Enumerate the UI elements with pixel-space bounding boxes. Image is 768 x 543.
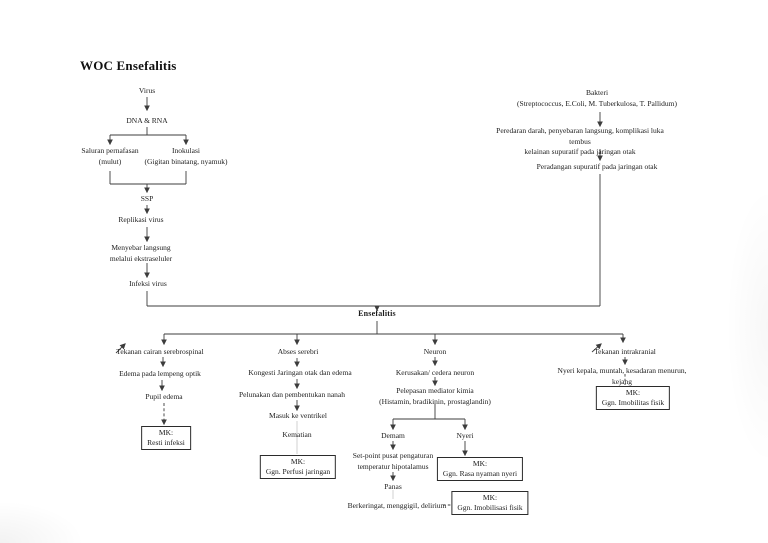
node-panas: Panas (384, 482, 402, 491)
node-bakteri: Bakteri (Streptococcus, E.Coli, M. Tuber… (517, 88, 677, 108)
node-setpoint-hipotalamus: Set-point pusat pengaturan temperatur hi… (352, 451, 434, 471)
node-masuk-ventrikel: Masuk ke ventrikel (269, 411, 327, 420)
node-inokulasi: Inokulasi (Gigitan binatang, nyamuk) (144, 146, 228, 166)
node-berkeringat: Berkeringat, menggigil, delirium (347, 501, 447, 510)
node-kerusakan-neuron: Kerusakan/ cedera neuron (395, 368, 475, 377)
node-dna-rna: DNA & RNA (126, 116, 168, 125)
increase-arrow-icon (115, 343, 126, 354)
node-ensefalitis: Ensefalitis (358, 309, 396, 318)
increase-arrow-icon (591, 343, 602, 353)
node-neuron: Neuron (423, 347, 447, 356)
page-title: WOC Ensefalitis (80, 58, 177, 73)
node-ssp: SSP (140, 194, 154, 203)
node-replikasi-virus: Replikasi virus (118, 215, 164, 224)
mk-box-imobilitas-fisik: MK: Ggn. Imobilitas fisik (595, 386, 671, 410)
node-nyeri: Nyeri (456, 431, 474, 440)
node-pelepasan-mediator: Pelepasan mediator kimia (Histamin, brad… (379, 386, 491, 406)
mk-box-rasa-nyaman-nyeri: MK: Ggn. Rasa nyaman nyeri (436, 457, 524, 481)
node-virus: Virus (138, 86, 156, 95)
node-tekanan-cairan-serebrospinal: Tekanan cairan serebrospinal (116, 347, 204, 356)
node-pupil-edema: Pupil edema (145, 392, 183, 401)
node-peredaran-darah: Peredaran darah, penyebaran langsung, ko… (496, 126, 664, 156)
node-kematian: Kematian (282, 430, 312, 439)
mk-box-resti-infeksi: MK: Resti infeksi (141, 426, 191, 450)
node-peradangan: Peradangan supuratif pada jaringan otak (536, 162, 658, 171)
mk-box-imobilisasi-fisik: MK: Ggn. Imobilisasi fisik (451, 491, 529, 515)
node-tekanan-intrakranial: Tekanan intrakranial (594, 347, 656, 356)
mk-box-perfusi-jaringan: MK: Ggn. Perfusi jaringan (259, 455, 337, 479)
node-demam: Demam (381, 431, 405, 440)
node-menyebar: Menyebar langsung melalui ekstraseluler (109, 243, 173, 263)
node-kongesti: Kongesti Jaringan otak dan edema (248, 368, 352, 377)
node-gejala-intrakranial: Nyeri kepala, muntah, kesadaran menurun,… (557, 366, 687, 386)
node-pelunakan: Pelunakan dan pembentukan nanah (238, 390, 346, 399)
node-saluran-pernafasan: Saluran pernafasan (mulut) (81, 146, 139, 166)
node-edema-lempeng-optik: Edema pada lempeng optik (119, 369, 201, 378)
node-abses-serebri: Abses serebri (277, 347, 319, 356)
node-infeksi-virus: Infeksi virus (129, 279, 167, 288)
